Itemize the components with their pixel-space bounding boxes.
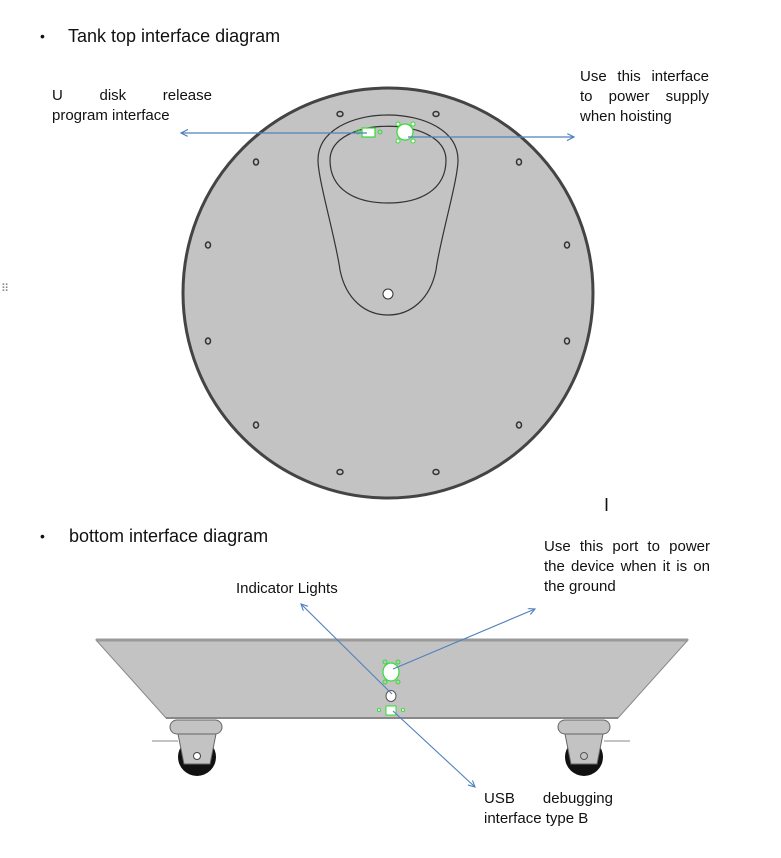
- usb-debug-port: [377, 705, 405, 716]
- label-power-hoisting: Use this interface to power supply when …: [580, 68, 709, 125]
- arrow-usb-debug: [392, 710, 475, 787]
- bullet-icon: •: [40, 528, 45, 544]
- drag-handle-icon[interactable]: ⠿: [1, 283, 11, 295]
- power-hoisting-port: [395, 121, 416, 144]
- label-usb-program: U disk release program interface: [52, 87, 212, 124]
- arrow-indicator: [301, 604, 393, 695]
- section-title-bottom: bottom interface diagram: [69, 526, 269, 546]
- label-indicator-lights: Indicator Lights: [236, 580, 338, 597]
- label-power-ground: Use this port to power the device when i…: [544, 538, 710, 595]
- tank-top-disk: [181, 86, 595, 500]
- caster-left: [152, 719, 223, 776]
- section-title-top: Tank top interface diagram: [68, 26, 281, 46]
- text-cursor: I: [604, 495, 610, 515]
- caster-right: [557, 719, 630, 776]
- arrow-power-ground: [392, 609, 535, 670]
- indicator-light: [385, 690, 397, 702]
- bullet-icon: •: [40, 28, 45, 44]
- power-ground-port: [382, 659, 401, 685]
- label-usb-debug: USB debugging interface type B: [484, 790, 613, 827]
